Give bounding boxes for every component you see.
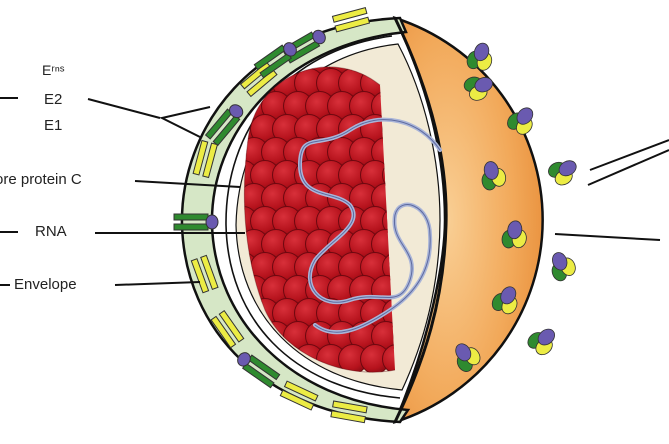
label-erns: Eʳⁿˢ: [42, 62, 65, 78]
label-envelope: Envelope: [14, 276, 77, 293]
label-core-protein: ore protein C: [0, 171, 82, 188]
surface-glycoprotein-cluster: [525, 323, 562, 359]
label-e2: E2: [44, 91, 62, 108]
surface-glycoprotein-cluster: [546, 248, 578, 283]
capsid-bead: [218, 46, 247, 75]
surface-glycoprotein-cluster: [546, 154, 582, 189]
label-rna: RNA: [35, 223, 67, 240]
label-e1: E1: [44, 117, 62, 134]
